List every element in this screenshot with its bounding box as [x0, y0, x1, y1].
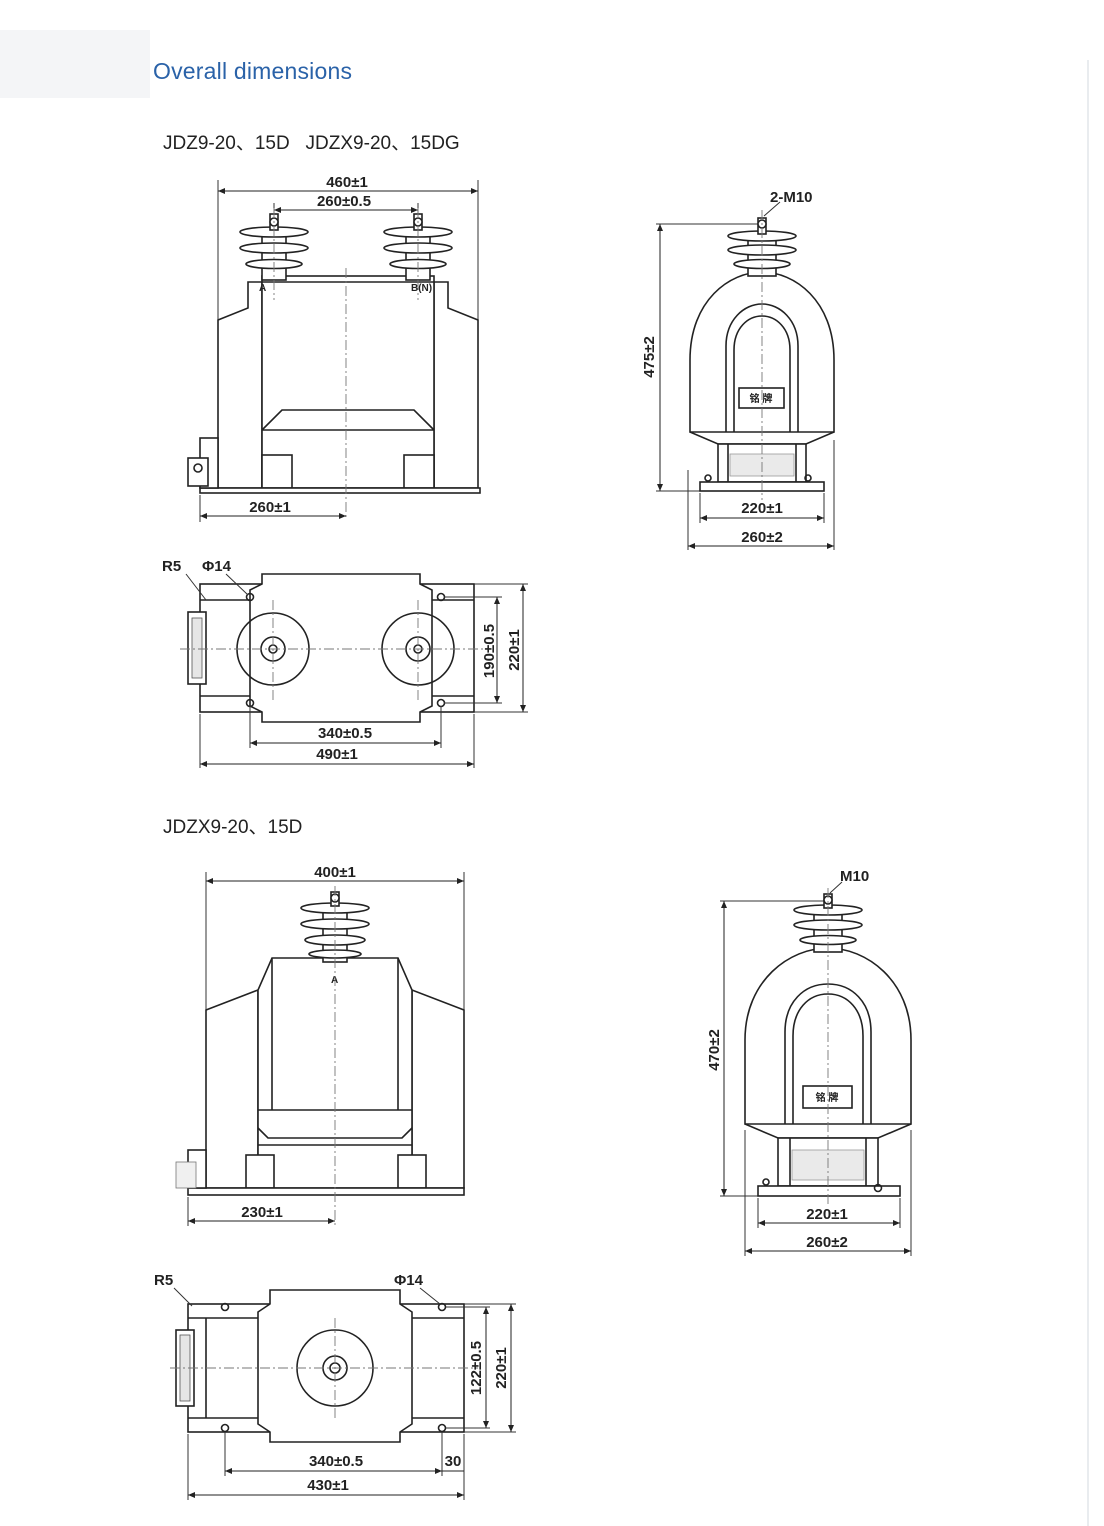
dim-side-height-2: 470±2: [706, 1029, 723, 1071]
dim-base-inner: 220±1: [741, 500, 783, 517]
terminal-a-label: A: [259, 283, 266, 294]
dim-hole-spacing-x-2: 340±0.5: [309, 1453, 363, 1470]
dim-overall-width-2: 400±1: [314, 864, 356, 881]
header-tint: [0, 30, 150, 98]
dim-base-offset-2: 230±1: [241, 1204, 283, 1221]
drawing2-front-view: 400±1 A 230±1: [175, 864, 465, 1226]
dim-depth-2: 220±1: [493, 1347, 510, 1389]
dim-hole-spacing-y-2: 122±0.5: [468, 1341, 485, 1395]
dim-base-offset: 260±1: [249, 499, 291, 516]
drawing1-side-view: 475±2 铭 牌 2-M10 220±1 26: [641, 189, 835, 550]
dim-terminal-thread: 2-M10: [770, 189, 813, 206]
dim-depth: 220±1: [506, 629, 523, 671]
dim-corner-radius-2: R5: [154, 1272, 173, 1289]
nameplate-label-1: 铭 牌: [750, 392, 773, 405]
dim-corner-radius: R5: [162, 558, 181, 575]
dim-length-2: 430±1: [307, 1477, 349, 1494]
drawing2-top-view: R5 Φ14 122±0.5 220±1 340±0.5 30 430±1: [154, 1272, 516, 1500]
page-edge-rule: [1087, 60, 1089, 1526]
drawing2-side-view: 470±2 铭 牌 M10 220±1 260±: [706, 868, 912, 1256]
terminal-b-label: B(N): [411, 283, 432, 294]
drawing1-top-view: R5 Φ14 190±0.5 220±1 340±0.5 490±1: [162, 558, 528, 768]
dim-hole-spacing-y: 190±0.5: [481, 624, 498, 678]
dim-length: 490±1: [316, 746, 358, 763]
page-title: Overall dimensions: [153, 58, 353, 84]
dim-edge-offset: 30: [445, 1453, 462, 1470]
dim-base-outer-2: 260±2: [806, 1234, 848, 1251]
dim-base-outer: 260±2: [741, 529, 783, 546]
dim-hole-diameter-2: Φ14: [394, 1272, 424, 1289]
dim-overall-width: 460±1: [326, 174, 368, 191]
drawing1-front-view: A B(N) 460±1 260±0.5 260±1: [187, 174, 481, 522]
dim-hole-spacing-x: 340±0.5: [318, 725, 372, 742]
dim-base-inner-2: 220±1: [806, 1206, 848, 1223]
dim-terminal-spacing: 260±0.5: [317, 193, 371, 210]
dim-terminal-thread-2: M10: [840, 868, 869, 885]
dim-side-height: 475±2: [641, 336, 658, 378]
model-label-second: JDZX9-20、15D: [163, 817, 303, 838]
nameplate-label-2: 铭 牌: [816, 1091, 839, 1104]
model-label-first: JDZ9-20、15D JDZX9-20、15DG: [163, 133, 460, 154]
dim-hole-diameter: Φ14: [202, 558, 232, 575]
